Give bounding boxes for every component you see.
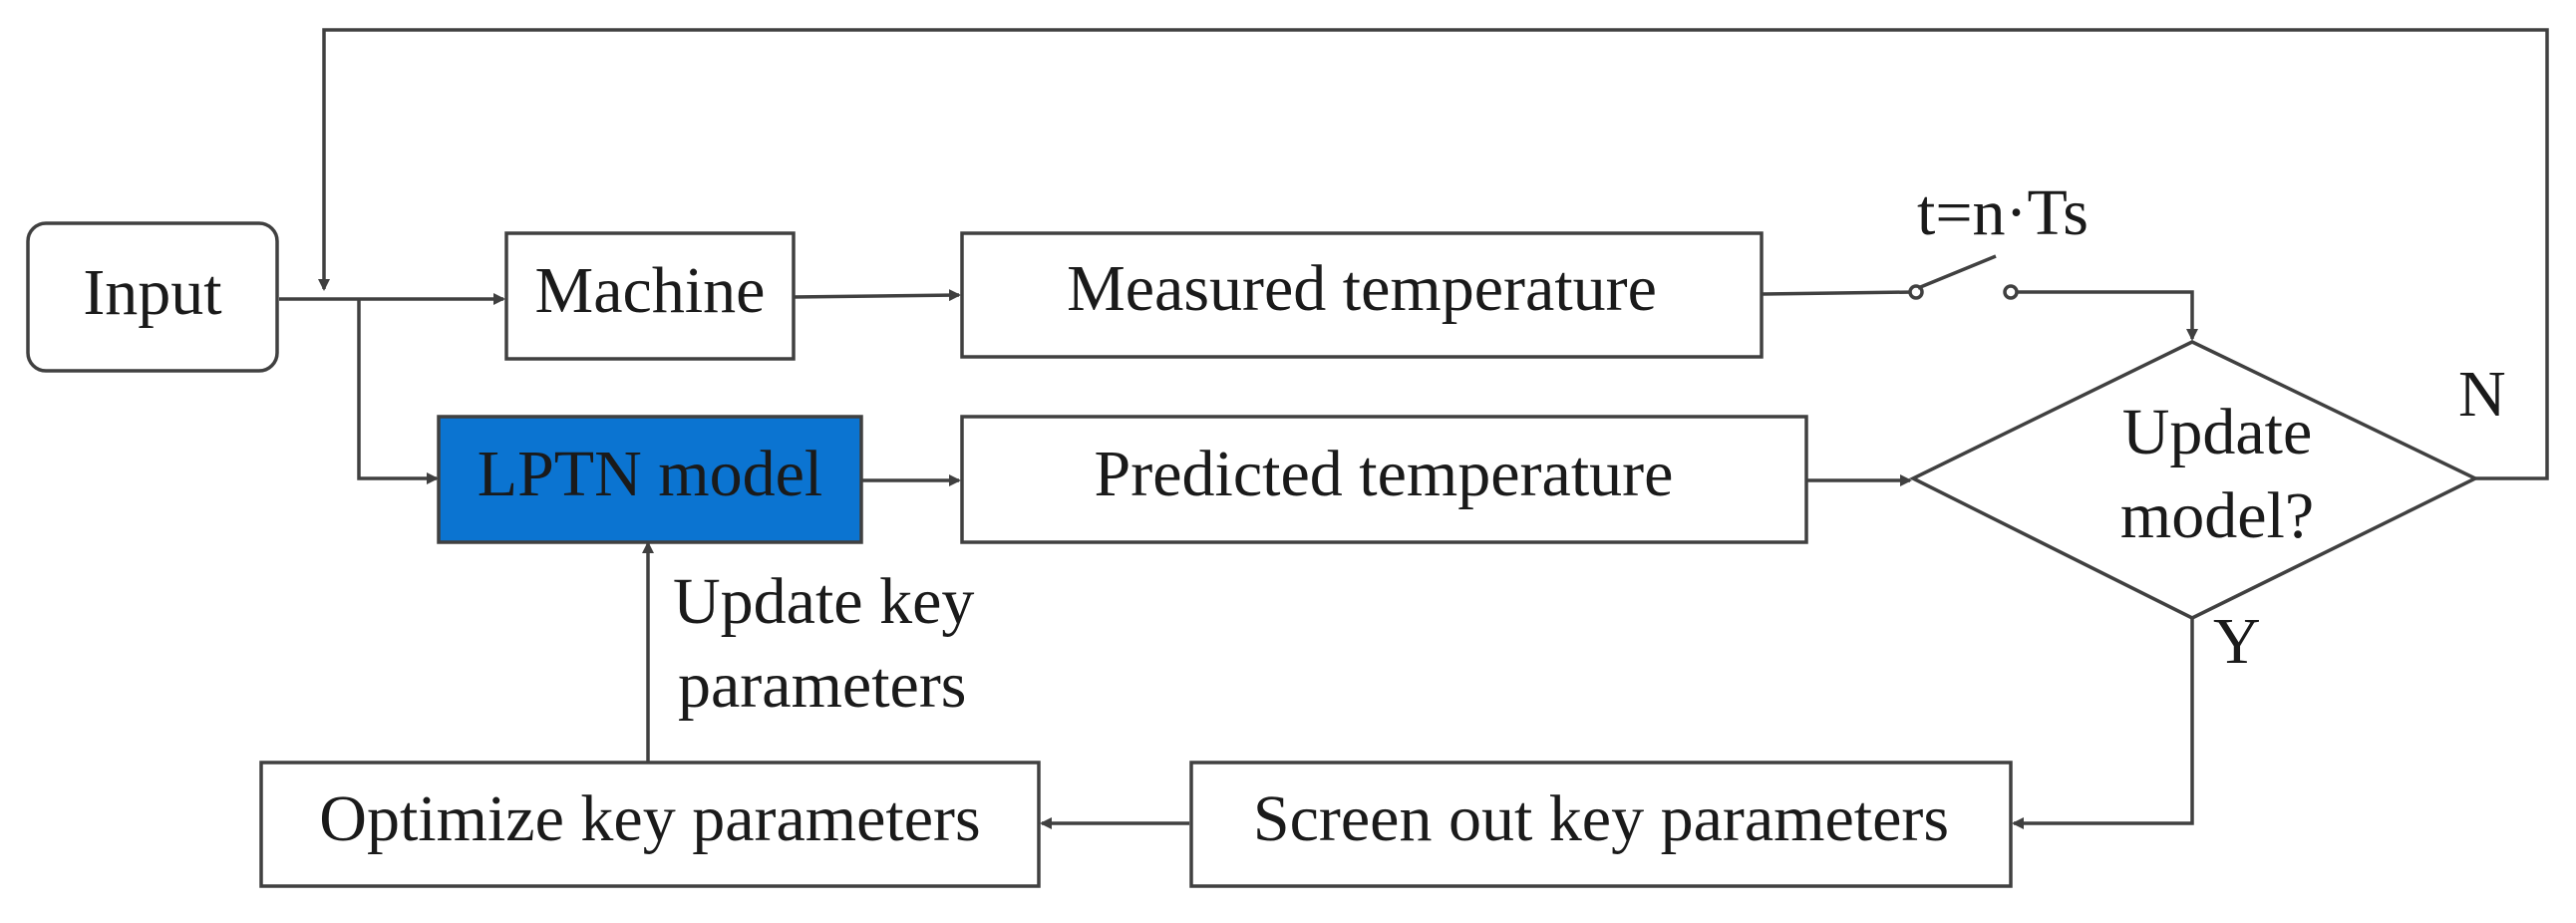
input-to-lptn-arrow [357, 299, 439, 484]
switch-to-decision-arrow [2017, 290, 2198, 341]
optimize-label: Optimize key parameters [319, 782, 980, 855]
predicted-temperature-box [960, 415, 1808, 544]
input-label: Input [83, 256, 221, 329]
decision-to-screen-arrow [2012, 618, 2194, 829]
machine-box [504, 231, 796, 361]
measured-temperature-box [960, 231, 1764, 359]
update-key-label-line2: parameters [678, 649, 967, 722]
predicted-temperature-label: Predicted temperature [1095, 438, 1674, 510]
lptn-model-label: LPTN model [478, 438, 822, 510]
decision-label-line1: Update [2122, 396, 2313, 468]
update-key-label-line1: Update key [673, 565, 974, 638]
decision-label-line2: model? [2120, 479, 2314, 552]
feedback-loop-line [318, 28, 2549, 480]
machine-to-measured-arrow [792, 289, 961, 302]
switch-label: t=n·Ts [1917, 176, 2089, 249]
switch-contact-right [2003, 284, 2019, 300]
screen-out-label: Screen out key parameters [1253, 782, 1949, 855]
screen-out-box [1189, 761, 2013, 888]
machine-label: Machine [535, 254, 766, 327]
measured-temperature-label: Measured temperature [1067, 252, 1657, 325]
measured-to-switch-line [1762, 290, 1915, 296]
update-model-decision-diamond [1909, 340, 2479, 620]
lptn-model-box [437, 415, 863, 544]
yes-label: Y [2213, 605, 2261, 678]
input-box [26, 221, 279, 373]
switch-blade [1917, 254, 1997, 290]
no-label: N [2458, 358, 2506, 431]
optimize-box [259, 761, 1041, 888]
